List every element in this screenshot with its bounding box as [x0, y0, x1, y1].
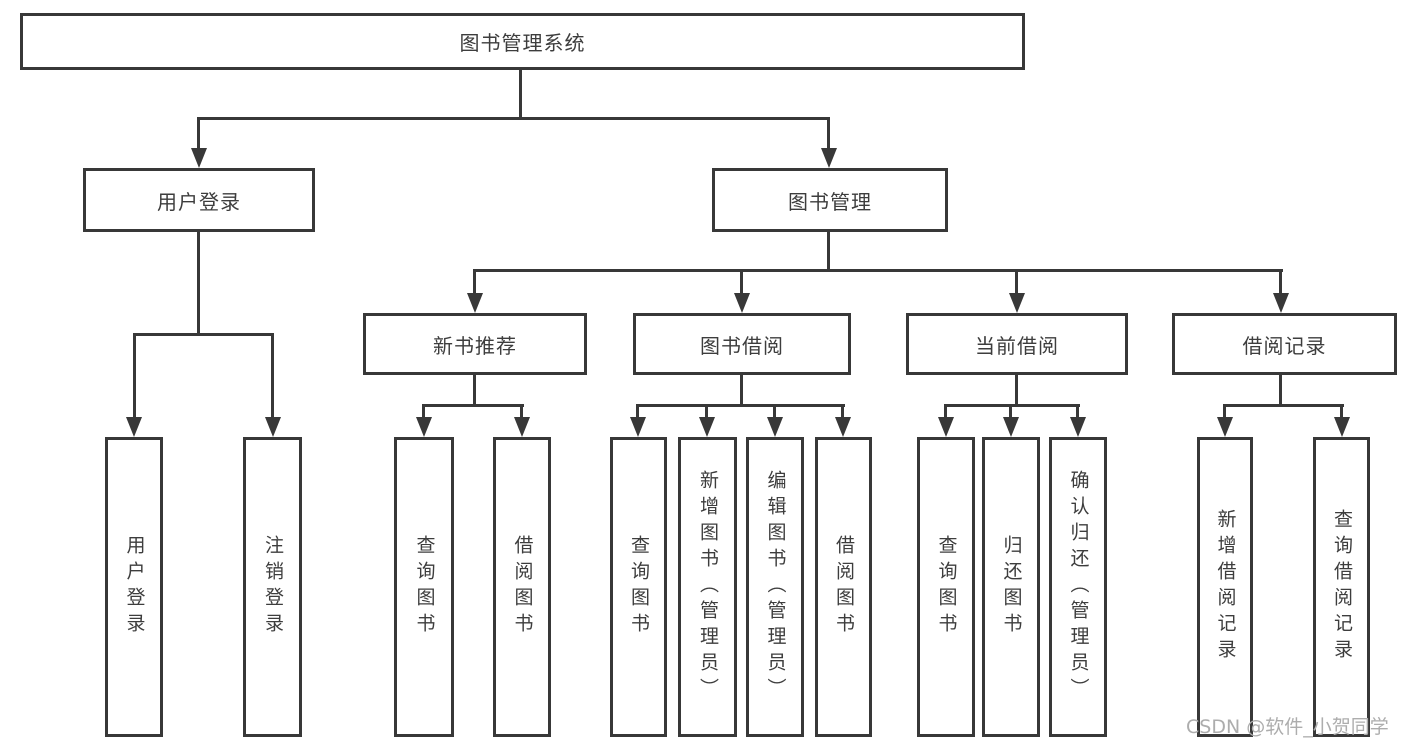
arrow-down-icon [467, 293, 483, 313]
connector-line [1009, 404, 1012, 419]
connector-line [473, 375, 476, 407]
arrow-down-icon [514, 417, 530, 437]
connector-line [520, 404, 523, 419]
connector-line [944, 404, 1080, 407]
node-current-borrowing: 当前借阅 [906, 313, 1128, 375]
leaf-confirm-return-admin: 确认归还（管理员） [1049, 437, 1107, 737]
node-library-system: 图书管理系统 [20, 13, 1025, 70]
node-book-management: 图书管理 [712, 168, 948, 232]
arrow-down-icon [126, 417, 142, 437]
csdn-watermark: CSDN @软件_小贺同学 [1186, 716, 1389, 738]
connector-line [197, 232, 200, 336]
connector-line [473, 269, 476, 295]
connector-line [827, 117, 830, 150]
arrow-down-icon [938, 417, 954, 437]
leaf-query-books-2: 查询图书 [610, 437, 667, 737]
arrow-down-icon [767, 417, 783, 437]
connector-line [271, 333, 274, 419]
arrow-down-icon [1009, 293, 1025, 313]
connector-line [944, 404, 947, 419]
leaf-user-login: 用户登录 [105, 437, 163, 737]
connector-line [740, 269, 743, 295]
node-user-login: 用户登录 [83, 168, 315, 232]
node-new-book-recommend: 新书推荐 [363, 313, 587, 375]
arrow-down-icon [630, 417, 646, 437]
connector-line [827, 232, 830, 272]
leaf-add-books-admin: 新增图书（管理员） [678, 437, 737, 737]
leaf-query-books-3: 查询图书 [917, 437, 975, 737]
connector-line [422, 404, 524, 407]
arrow-down-icon [1070, 417, 1086, 437]
leaf-borrow-books-1: 借阅图书 [493, 437, 551, 737]
connector-line [636, 404, 639, 419]
connector-line [473, 269, 1283, 272]
connector-line [841, 404, 844, 419]
arrow-down-icon [191, 148, 207, 168]
connector-line [422, 404, 425, 419]
node-borrowing-records: 借阅记录 [1172, 313, 1397, 375]
arrow-down-icon [1003, 417, 1019, 437]
connector-line [1076, 404, 1079, 419]
leaf-query-borrow-record: 查询借阅记录 [1313, 437, 1370, 737]
leaf-edit-books-admin: 编辑图书（管理员） [746, 437, 804, 737]
connector-line [1279, 375, 1282, 407]
connector-line [197, 117, 830, 120]
arrow-down-icon [1334, 417, 1350, 437]
arrow-down-icon [821, 148, 837, 168]
arrow-down-icon [699, 417, 715, 437]
connector-line [1340, 404, 1343, 419]
connector-line [636, 404, 845, 407]
leaf-add-borrow-record: 新增借阅记录 [1197, 437, 1253, 737]
connector-line [1015, 375, 1018, 407]
connector-line [740, 375, 743, 407]
arrow-down-icon [416, 417, 432, 437]
connector-line [1223, 404, 1344, 407]
leaf-query-books-1: 查询图书 [394, 437, 454, 737]
connector-line [1015, 269, 1018, 295]
leaf-return-books: 归还图书 [982, 437, 1040, 737]
connector-line [519, 70, 522, 118]
node-book-borrowing: 图书借阅 [633, 313, 851, 375]
arrow-down-icon [1273, 293, 1289, 313]
connector-line [133, 333, 136, 419]
connector-line [705, 404, 708, 419]
connector-line [133, 333, 274, 336]
connector-line [773, 404, 776, 419]
arrow-down-icon [1217, 417, 1233, 437]
leaf-logout: 注销登录 [243, 437, 302, 737]
connector-line [197, 117, 200, 150]
connector-line [1223, 404, 1226, 419]
connector-line [1279, 269, 1282, 295]
leaf-borrow-books-2: 借阅图书 [815, 437, 872, 737]
arrow-down-icon [734, 293, 750, 313]
arrow-down-icon [835, 417, 851, 437]
arrow-down-icon [265, 417, 281, 437]
